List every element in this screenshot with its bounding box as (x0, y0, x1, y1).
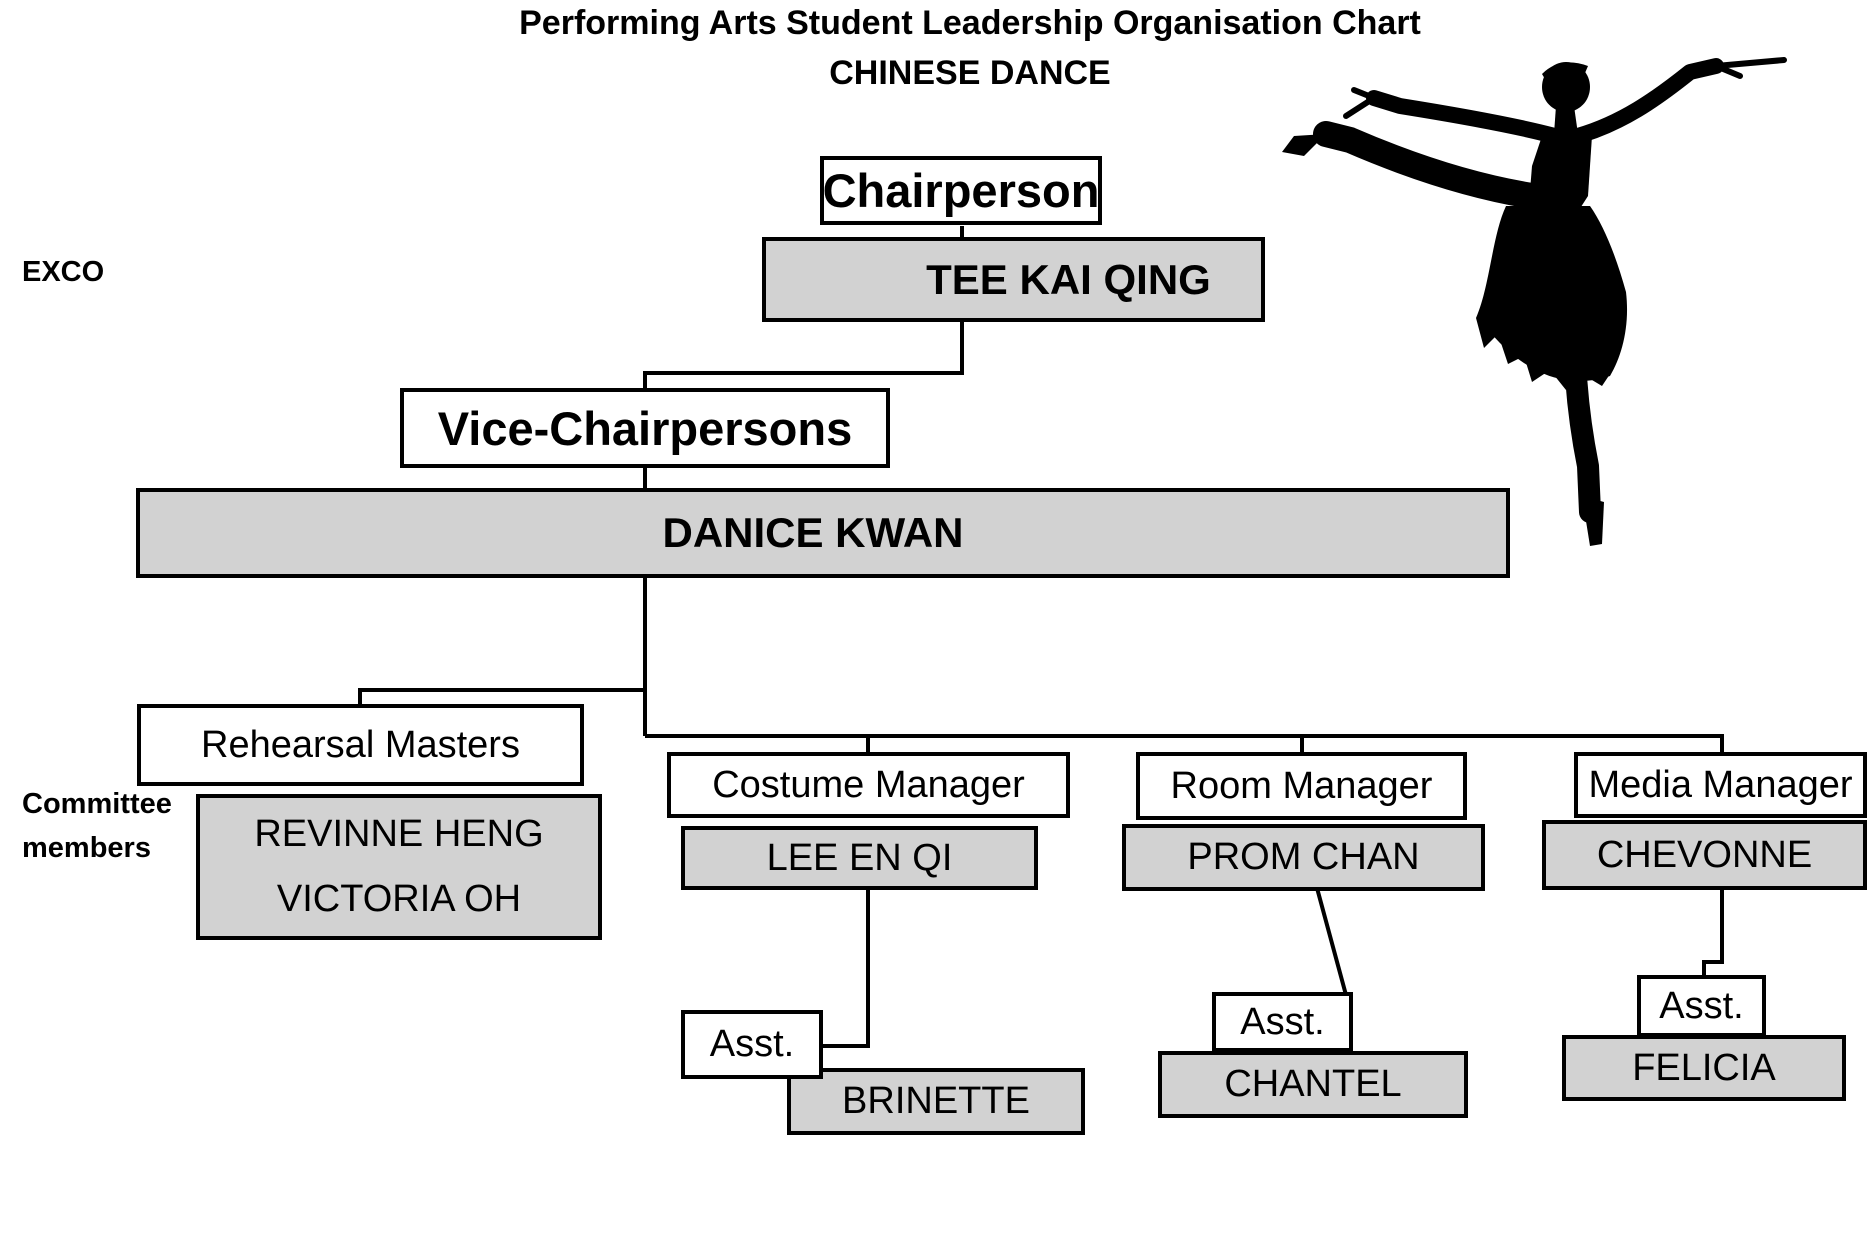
media-asst-name-box: FELICIA (1562, 1035, 1846, 1101)
connector-rehearsal (358, 688, 645, 706)
costume-asst-name: BRINETTE (842, 1080, 1030, 1122)
media-role-box: Media Manager (1574, 752, 1867, 818)
media-asst-name: FELICIA (1632, 1046, 1776, 1089)
connector-costume-asst (822, 888, 870, 1048)
rehearsal-name-2: VICTORIA OH (276, 878, 522, 920)
media-role: Media Manager (1588, 763, 1853, 806)
committee-label-line1: Committee (22, 788, 172, 820)
room-asst-name-box: CHANTEL (1158, 1051, 1468, 1118)
room-asst-name: CHANTEL (1224, 1063, 1402, 1105)
rehearsal-role: Rehearsal Masters (201, 723, 520, 766)
ballerina-silhouette-icon (1282, 57, 1787, 546)
chairperson-name-box: TEE KAI QING (762, 237, 1265, 322)
rehearsal-name-1: REVINNE HENG (254, 813, 544, 855)
chairperson-role-box: Chairperson (820, 156, 1102, 225)
costume-asst-name-box: BRINETTE (787, 1068, 1085, 1135)
connector-media-asst (1702, 888, 1724, 978)
media-name: CHEVONNE (1596, 833, 1813, 876)
chairperson-role: Chairperson (822, 164, 1100, 217)
chart-title: Performing Arts Student Leadership Organ… (519, 4, 1421, 42)
costume-role: Costume Manager (712, 763, 1025, 806)
media-asst-label: Asst. (1659, 984, 1744, 1027)
room-name-box: PROM CHAN (1122, 824, 1485, 891)
costume-name-box: LEE EN QI (681, 826, 1038, 890)
costume-role-box: Costume Manager (667, 752, 1070, 818)
vice-role: Vice-Chairpersons (437, 401, 853, 455)
connector-room-asst (1315, 887, 1348, 996)
rehearsal-role-box: Rehearsal Masters (137, 704, 584, 786)
vice-name: DANICE KWAN (662, 509, 964, 556)
room-role-box: Room Manager (1136, 752, 1467, 820)
costume-asst-label: Asst. (709, 1023, 795, 1065)
committee-label: Committee members (22, 782, 172, 870)
vice-name-box: DANICE KWAN (136, 488, 1510, 578)
media-asst-label-box: Asst. (1637, 975, 1766, 1037)
exco-label: EXCO (22, 256, 105, 288)
room-role: Room Manager (1170, 764, 1433, 807)
chart-subtitle: CHINESE DANCE (829, 54, 1111, 92)
chairperson-name: TEE KAI QING (926, 255, 1211, 303)
rehearsal-names-box: REVINNE HENG VICTORIA OH (196, 794, 602, 940)
media-name-box: CHEVONNE (1542, 820, 1867, 890)
connector-managers (645, 734, 1724, 753)
room-asst-label: Asst. (1240, 1000, 1325, 1043)
costume-name: LEE EN QI (766, 836, 953, 879)
vice-role-box: Vice-Chairpersons (400, 388, 890, 468)
committee-label-line2: members (22, 832, 151, 864)
room-asst-label-box: Asst. (1212, 992, 1353, 1052)
room-name: PROM CHAN (1187, 836, 1420, 878)
costume-asst-label-box: Asst. (681, 1010, 823, 1079)
